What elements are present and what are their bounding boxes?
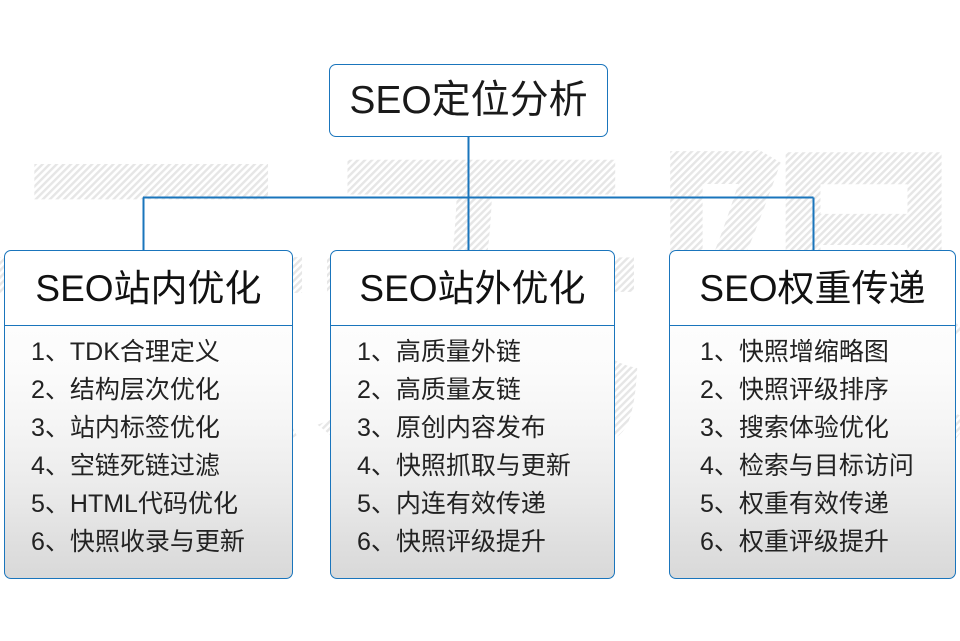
branch-column-3: SEO权重传递 1、快照增缩略图 2、快照评级排序 3、搜索体验优化 4、检索与… xyxy=(669,250,956,579)
list-item: 6、权重评级提升 xyxy=(700,528,889,556)
list-item: 2、高质量友链 xyxy=(357,376,521,404)
list-item: 5、权重有效传递 xyxy=(700,490,889,518)
branch-header-label-1: SEO站内优化 xyxy=(35,267,262,309)
branch-column-2: SEO站外优化 1、高质量外链 2、高质量友链 3、原创内容发布 4、快照抓取与… xyxy=(330,250,615,579)
list-item: 1、TDK合理定义 xyxy=(31,338,220,366)
list-item: 1、高质量外链 xyxy=(357,338,521,366)
branch-header-label-3: SEO权重传递 xyxy=(699,267,926,309)
list-item: 3、站内标签优化 xyxy=(31,414,220,442)
root-node-label: SEO定位分析 xyxy=(349,79,588,122)
list-item: 6、快照评级提升 xyxy=(357,528,546,556)
branch-header-2[interactable]: SEO站外优化 xyxy=(330,250,615,326)
list-item: 3、搜索体验优化 xyxy=(700,414,889,442)
branch-header-1[interactable]: SEO站内优化 xyxy=(4,250,293,326)
branch-header-3[interactable]: SEO权重传递 xyxy=(669,250,956,326)
branch-list-3: 1、快照增缩略图 2、快照评级排序 3、搜索体验优化 4、检索与目标访问 5、权… xyxy=(669,326,956,579)
list-item: 2、快照评级排序 xyxy=(700,376,889,404)
list-item: 5、HTML代码优化 xyxy=(31,490,238,518)
list-item: 3、原创内容发布 xyxy=(357,414,546,442)
list-item: 6、快照收录与更新 xyxy=(31,528,245,556)
branch-list-2: 1、高质量外链 2、高质量友链 3、原创内容发布 4、快照抓取与更新 5、内连有… xyxy=(330,326,615,579)
list-item: 4、空链死链过滤 xyxy=(31,452,220,480)
branch-column-1: SEO站内优化 1、TDK合理定义 2、结构层次优化 3、站内标签优化 4、空链… xyxy=(4,250,293,579)
list-item: 2、结构层次优化 xyxy=(31,376,220,404)
branch-list-1: 1、TDK合理定义 2、结构层次优化 3、站内标签优化 4、空链死链过滤 5、H… xyxy=(4,326,293,579)
list-item: 4、快照抓取与更新 xyxy=(357,452,571,480)
list-item: 5、内连有效传递 xyxy=(357,490,546,518)
branch-header-label-2: SEO站外优化 xyxy=(359,267,586,309)
list-item: 1、快照增缩略图 xyxy=(700,338,889,366)
root-node[interactable]: SEO定位分析 xyxy=(329,64,608,137)
list-item: 4、检索与目标访问 xyxy=(700,452,914,480)
